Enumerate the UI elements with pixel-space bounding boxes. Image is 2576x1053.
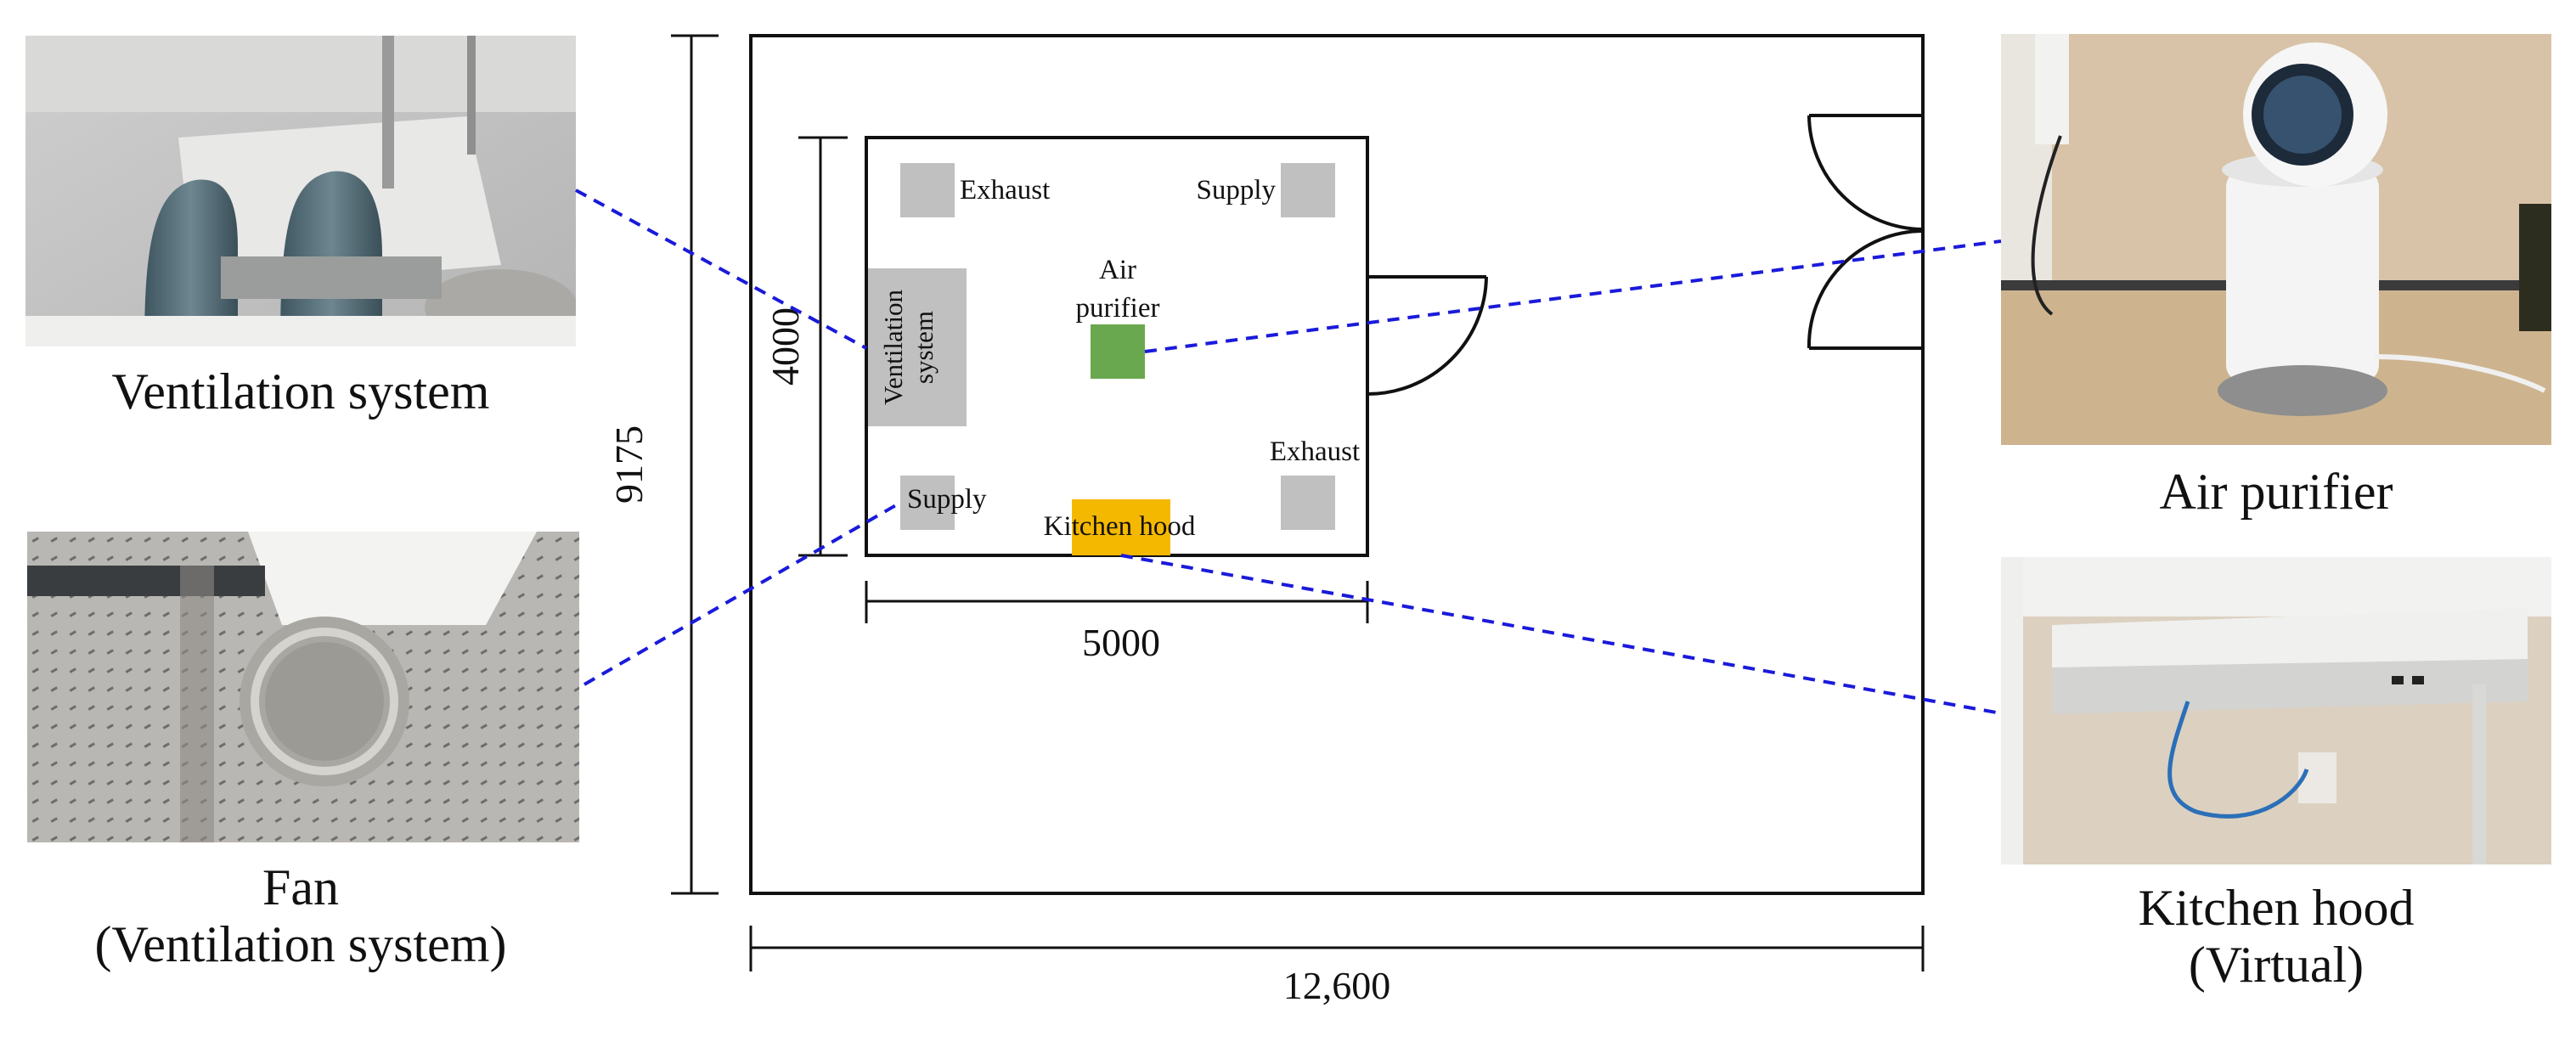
kitchen-hood-photo-caption: Kitchen hood (Virtual)	[2001, 880, 2551, 994]
leader-fan	[583, 501, 901, 686]
room-width-dimension	[865, 581, 1369, 623]
outer-width-dimension	[749, 926, 1925, 971]
room-height-label: 4000	[764, 307, 807, 386]
supply-top-label: Supply	[1196, 175, 1276, 206]
room-width-label: 5000	[1082, 621, 1160, 664]
ventilation-system-unit	[868, 268, 967, 426]
ceiling-fan-photo	[27, 532, 579, 842]
outer-room-outline	[749, 34, 1925, 895]
double-door	[1807, 114, 1924, 350]
air-purifier-label-line2: purifier	[1076, 293, 1160, 324]
ventilation-photo-caption: Ventilation system	[25, 363, 576, 420]
ventilation-system-label-line1: Ventilation	[878, 289, 908, 405]
ventilation-system-label-line2: system	[909, 311, 939, 384]
caption-line-2: (Ventilation system)	[94, 916, 507, 973]
fan-photo-caption: Fan (Ventilation system)	[25, 859, 576, 973]
exhaust-vent-top	[900, 163, 955, 217]
caption-text: Ventilation system	[111, 363, 490, 420]
outer-height-label: 9175	[607, 425, 651, 504]
ventilation-duct-photo	[25, 36, 576, 346]
outer-height-dimension	[671, 34, 719, 895]
exhaust-top-label: Exhaust	[960, 175, 1050, 206]
exhaust-bottom-label: Exhaust	[1270, 436, 1360, 467]
kitchen-hood-photo	[2001, 557, 2551, 864]
air-purifier-label-line1: Air	[1099, 255, 1136, 285]
kitchen-hood-label: Kitchen hood	[1044, 511, 1196, 542]
exhaust-vent-bottom	[1281, 476, 1335, 530]
air-purifier-photo	[2001, 34, 2551, 445]
kitchen-hood-marker	[1072, 499, 1170, 555]
air-purifier-photo-caption: Air purifier	[2001, 464, 2551, 521]
caption-line-2: (Virtual)	[2188, 937, 2365, 994]
caption-text: Air purifier	[2159, 464, 2393, 520]
supply-vent-bottom	[900, 476, 955, 530]
supply-vent-top	[1281, 163, 1335, 217]
leader-air-purifier	[1144, 239, 2002, 353]
air-purifier-marker	[1091, 324, 1145, 379]
leader-kitchen-hood	[1120, 554, 2002, 715]
caption-line-1: Fan	[262, 859, 339, 915]
supply-bottom-label: Supply	[907, 484, 987, 515]
caption-line-1: Kitchen hood	[2138, 880, 2415, 936]
outer-width-label: 12,600	[1283, 964, 1391, 1007]
leader-ventilation	[575, 189, 867, 350]
room-height-dimension	[798, 136, 848, 557]
room-door	[1367, 275, 1488, 396]
